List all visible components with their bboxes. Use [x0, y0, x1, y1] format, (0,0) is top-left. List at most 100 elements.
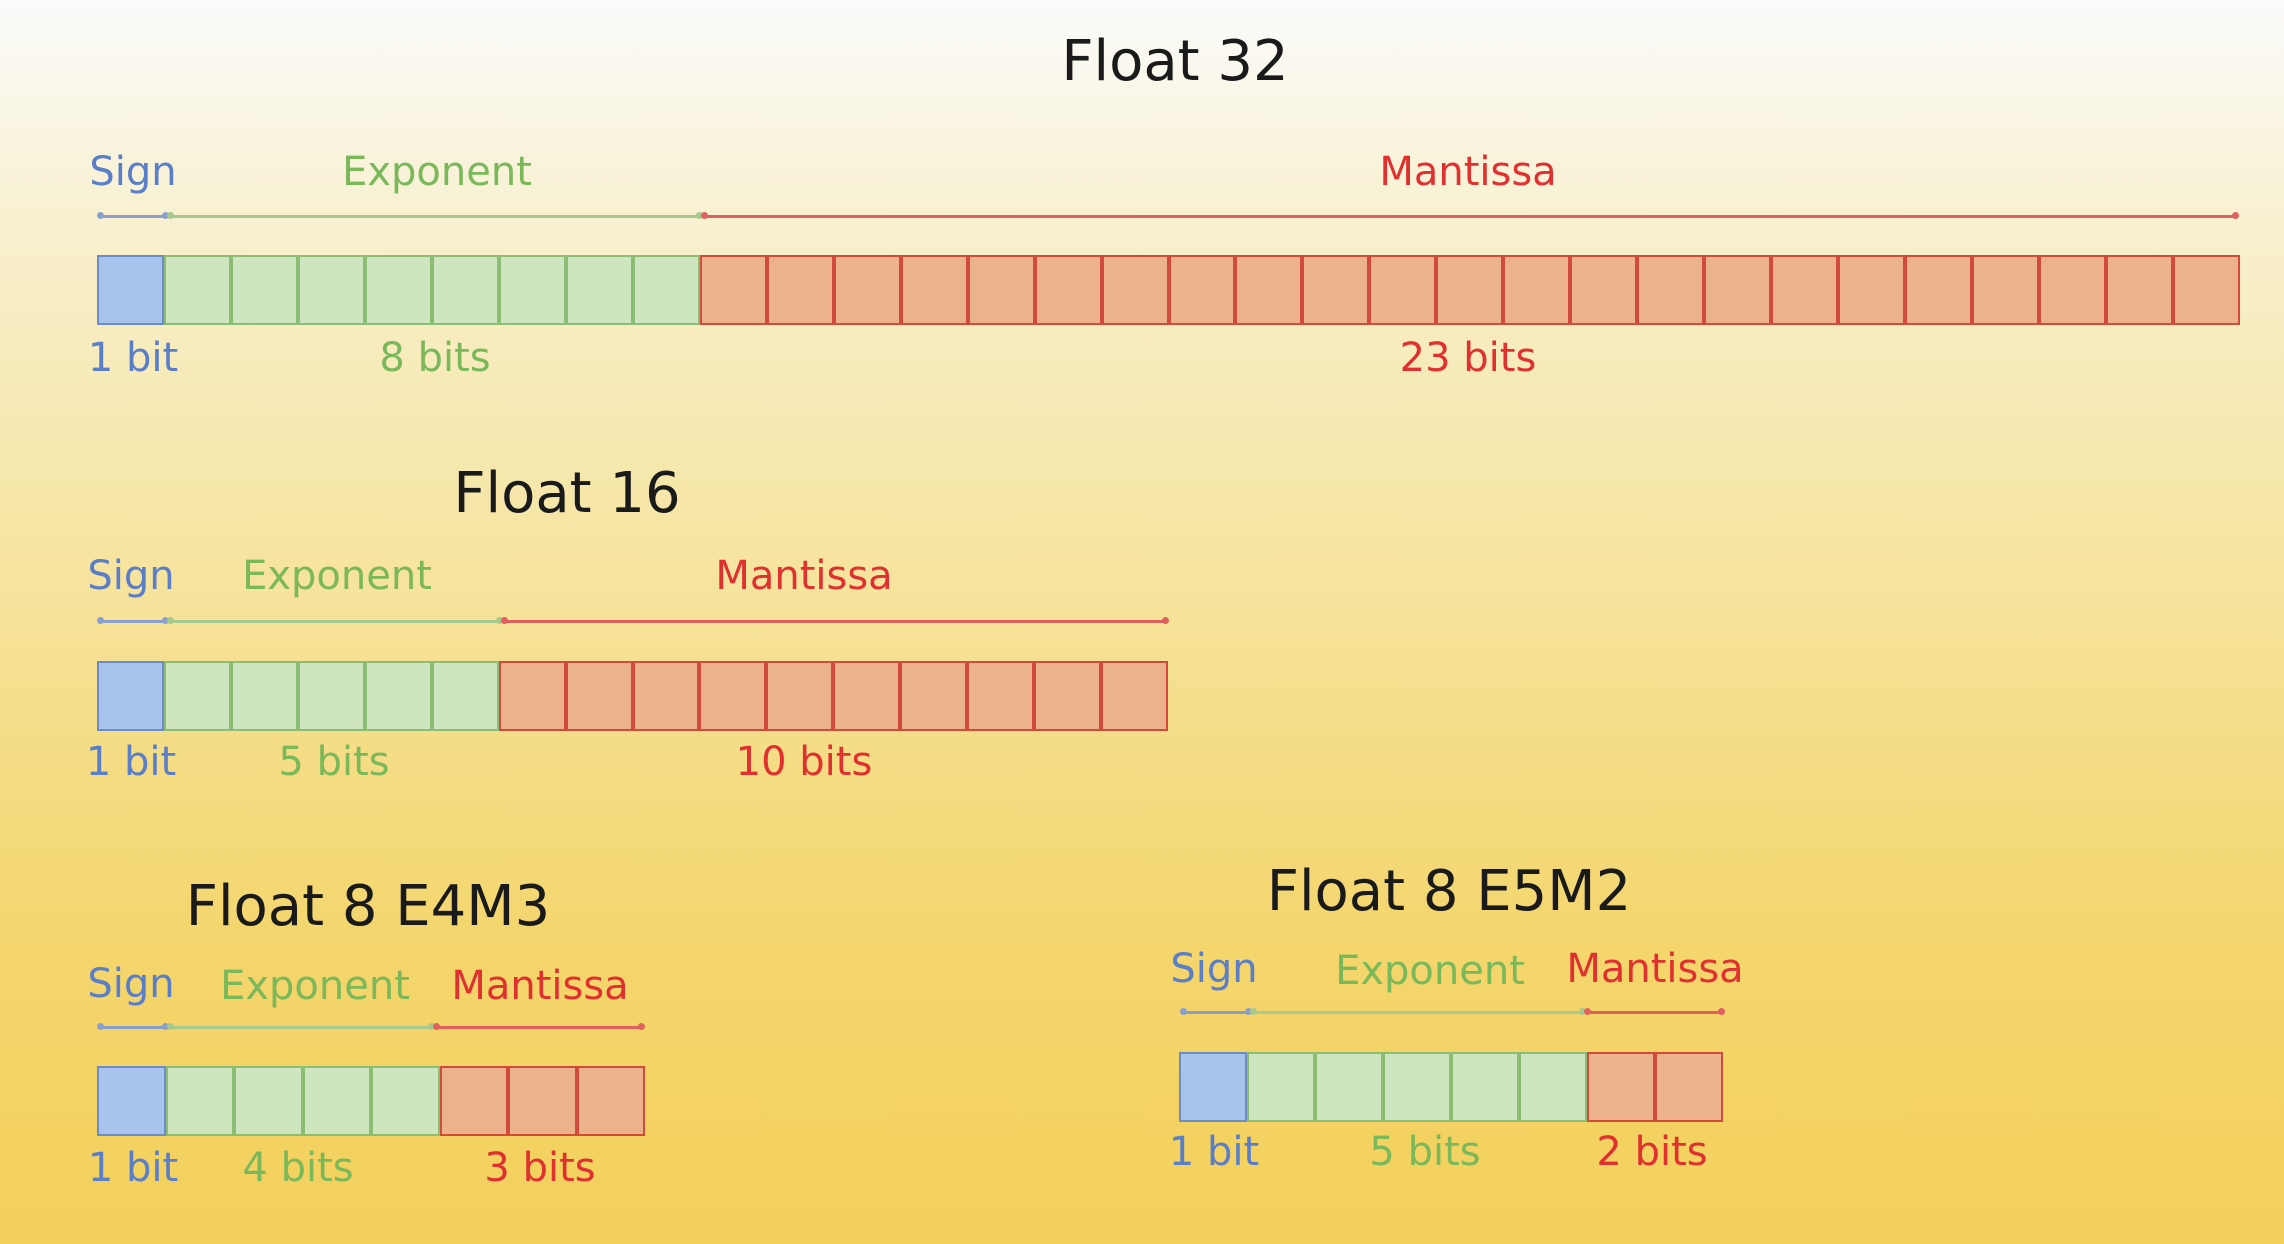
exponent-bit-cell — [431, 255, 499, 325]
sign-bits-label: 1 bit — [85, 739, 177, 785]
bit-bar — [97, 255, 2240, 325]
exponent-bit-cell — [431, 661, 499, 731]
mantissa-bit-cell — [1587, 1052, 1655, 1122]
mantissa-bit-cell — [766, 661, 834, 731]
exponent-bits-label: 5 bits — [1369, 1129, 1481, 1175]
mantissa-bit-cell — [1570, 255, 1638, 325]
format-title: Float 16 — [453, 461, 681, 526]
mantissa-bit-cell — [576, 1066, 645, 1136]
mantissa-bits-label: 10 bits — [735, 739, 873, 785]
bit-bar — [97, 1066, 645, 1136]
exponent-bit-cell — [632, 255, 700, 325]
mantissa-bit-cell — [1655, 1052, 1723, 1122]
exponent-bit-cell — [1519, 1052, 1587, 1122]
exponent-bit-cell — [364, 661, 432, 731]
sign-bit-cell — [97, 661, 164, 731]
sign-label: Sign — [87, 553, 175, 599]
exponent-label: Exponent — [1335, 948, 1525, 994]
exponent-span-line — [167, 617, 503, 624]
mantissa-bit-cell — [1101, 661, 1168, 731]
sign-span-line — [97, 1023, 169, 1030]
exponent-bits-label: 5 bits — [278, 739, 390, 785]
mantissa-bit-cell — [1168, 255, 1236, 325]
mantissa-bit-cell — [1704, 255, 1772, 325]
exponent-bit-cell — [565, 255, 633, 325]
sign-bits-label: 1 bit — [1168, 1129, 1260, 1175]
sign-bits-label: 1 bit — [87, 1145, 179, 1191]
mantissa-span-line — [433, 1023, 645, 1030]
format-title: Float 32 — [1061, 29, 1289, 94]
mantissa-bit-cell — [1503, 255, 1571, 325]
exponent-bit-cell — [371, 1066, 440, 1136]
mantissa-bit-cell — [900, 255, 968, 325]
exponent-bit-cell — [163, 255, 231, 325]
exponent-bit-cell — [234, 1066, 303, 1136]
mantissa-bit-cell — [699, 255, 767, 325]
mantissa-span-line — [701, 212, 2239, 219]
sign-label: Sign — [89, 149, 177, 195]
exponent-bits-label: 8 bits — [379, 335, 491, 381]
exponent-bit-cell — [230, 661, 298, 731]
sign-label: Sign — [1170, 946, 1258, 992]
sign-span-line — [97, 617, 169, 624]
exponent-bit-cell — [165, 1066, 234, 1136]
exponent-bits-label: 4 bits — [242, 1145, 354, 1191]
mantissa-bit-cell — [632, 661, 700, 731]
exponent-span-line — [167, 1023, 435, 1030]
exponent-bit-cell — [498, 255, 566, 325]
sign-bit-cell — [97, 255, 164, 325]
sign-bit-cell — [1179, 1052, 1247, 1122]
mantissa-bit-cell — [1034, 255, 1102, 325]
format-title: Float 8 E4M3 — [185, 874, 551, 939]
mantissa-bit-cell — [833, 661, 901, 731]
mantissa-bit-cell — [2173, 255, 2240, 325]
exponent-bit-cell — [297, 255, 365, 325]
mantissa-span-line — [1584, 1008, 1725, 1015]
exponent-bit-cell — [1383, 1052, 1451, 1122]
exponent-label: Exponent — [242, 553, 432, 599]
sign-label: Sign — [87, 961, 175, 1007]
exponent-bit-cell — [230, 255, 298, 325]
sign-span-line — [1180, 1008, 1252, 1015]
exponent-bit-cell — [1247, 1052, 1315, 1122]
mantissa-label: Mantissa — [451, 963, 629, 1009]
sign-bits-label: 1 bit — [87, 335, 179, 381]
sign-span-line — [97, 212, 169, 219]
mantissa-bit-cell — [1972, 255, 2040, 325]
mantissa-label: Mantissa — [715, 553, 893, 599]
mantissa-bit-cell — [2039, 255, 2107, 325]
mantissa-bit-cell — [1302, 255, 1370, 325]
mantissa-bit-cell — [2106, 255, 2174, 325]
mantissa-bit-cell — [1838, 255, 1906, 325]
mantissa-label: Mantissa — [1379, 149, 1557, 195]
format-title: Float 8 E5M2 — [1266, 859, 1632, 924]
mantissa-bit-cell — [1905, 255, 1973, 325]
bit-bar — [97, 661, 1168, 731]
exponent-span-line — [1250, 1008, 1586, 1015]
sign-bit-cell — [97, 1066, 166, 1136]
mantissa-label: Mantissa — [1566, 946, 1744, 992]
exponent-bit-cell — [163, 661, 231, 731]
mantissa-bit-cell — [498, 661, 566, 731]
exponent-span-line — [167, 212, 703, 219]
mantissa-bit-cell — [1637, 255, 1705, 325]
mantissa-bit-cell — [1235, 255, 1303, 325]
mantissa-bit-cell — [1101, 255, 1169, 325]
mantissa-bit-cell — [967, 661, 1035, 731]
exponent-label: Exponent — [220, 963, 410, 1009]
exponent-bit-cell — [1451, 1052, 1519, 1122]
mantissa-bit-cell — [565, 661, 633, 731]
bit-bar — [1179, 1052, 1723, 1122]
exponent-bit-cell — [297, 661, 365, 731]
exponent-bit-cell — [302, 1066, 371, 1136]
mantissa-bits-label: 2 bits — [1596, 1129, 1708, 1175]
mantissa-bit-cell — [1436, 255, 1504, 325]
exponent-bit-cell — [364, 255, 432, 325]
mantissa-bits-label: 23 bits — [1399, 335, 1537, 381]
exponent-label: Exponent — [342, 149, 532, 195]
mantissa-span-line — [501, 617, 1169, 624]
